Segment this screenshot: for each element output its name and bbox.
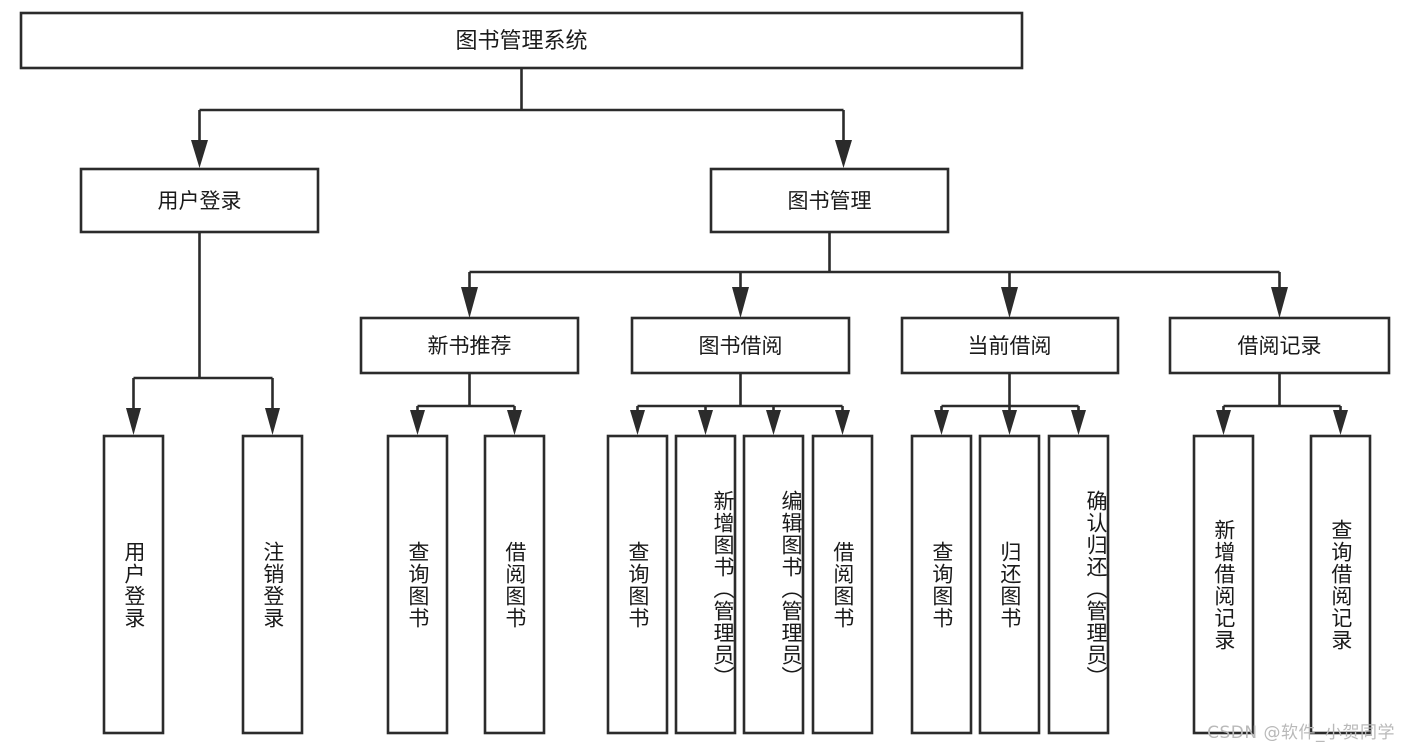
node-book-management-label: 图书管理 xyxy=(788,189,872,213)
arrow-head-icon xyxy=(265,408,280,435)
arrow-head-icon xyxy=(1271,287,1288,318)
csdn-watermark: CSDN @软件_小贺同学 xyxy=(1207,723,1395,743)
arrow-head-icon xyxy=(630,410,645,435)
arrow-head-icon xyxy=(461,287,478,318)
node-new-book-recommend-label: 新书推荐 xyxy=(428,334,512,358)
arrow-head-icon xyxy=(732,287,749,318)
connector-user-login-to-leaves xyxy=(126,232,280,435)
node-book-borrow-label: 图书借阅 xyxy=(699,334,783,358)
node-user-login[interactable]: 用户登录 xyxy=(79,167,320,234)
connector-book-management-to-level3 xyxy=(461,232,1288,318)
leaf-box-edit-book xyxy=(742,434,805,735)
connector-book-borrow-to-leaves xyxy=(630,373,850,435)
leaf-box-logout xyxy=(241,434,304,735)
leaf-box-confirm-return xyxy=(1047,434,1110,735)
arrow-head-icon xyxy=(1333,410,1348,435)
leaf-box-add-record xyxy=(1192,434,1255,735)
arrow-head-icon xyxy=(835,140,852,168)
leaf-box-borrow-book-1 xyxy=(483,434,546,735)
connector-borrow-record-to-leaves xyxy=(1216,373,1348,435)
node-borrow-record[interactable]: 借阅记录 xyxy=(1168,316,1391,375)
leaf-box-add-book xyxy=(674,434,737,735)
arrow-head-icon xyxy=(1216,410,1231,435)
node-current-borrow[interactable]: 当前借阅 xyxy=(900,316,1120,375)
leaf-box-query-record xyxy=(1309,434,1372,735)
node-book-management[interactable]: 图书管理 xyxy=(709,167,950,234)
arrow-head-icon xyxy=(934,410,949,435)
arrow-head-icon xyxy=(126,408,141,435)
arrow-head-icon xyxy=(1002,410,1017,435)
connector-current-borrow-to-leaves xyxy=(934,373,1086,435)
node-new-book-recommend[interactable]: 新书推荐 xyxy=(359,316,580,375)
node-book-borrow[interactable]: 图书借阅 xyxy=(630,316,851,375)
leaf-box-return-book xyxy=(978,434,1041,735)
leaf-box-query-book-3 xyxy=(910,434,973,735)
connector-root-to-level2 xyxy=(191,68,852,168)
arrow-head-icon xyxy=(766,410,781,435)
node-root-label: 图书管理系统 xyxy=(455,29,587,54)
arrow-head-icon xyxy=(1001,287,1018,318)
leaf-box-group xyxy=(102,434,1372,735)
arrow-head-icon xyxy=(410,410,425,435)
arrow-head-icon xyxy=(698,410,713,435)
arrow-head-icon xyxy=(191,140,208,168)
node-user-login-label: 用户登录 xyxy=(158,189,242,213)
arrow-head-icon xyxy=(835,410,850,435)
leaf-box-query-book-2 xyxy=(606,434,669,735)
leaf-box-query-book-1 xyxy=(386,434,449,735)
node-root[interactable]: 图书管理系统 xyxy=(19,11,1024,70)
arrow-head-icon xyxy=(507,410,522,435)
leaf-box-user-login xyxy=(102,434,165,735)
node-current-borrow-label: 当前借阅 xyxy=(968,334,1052,358)
node-borrow-record-label: 借阅记录 xyxy=(1238,334,1322,358)
arrow-head-icon xyxy=(1071,410,1086,435)
leaf-box-borrow-book-2 xyxy=(811,434,874,735)
connector-new-book-recommend-to-leaves xyxy=(410,373,522,435)
